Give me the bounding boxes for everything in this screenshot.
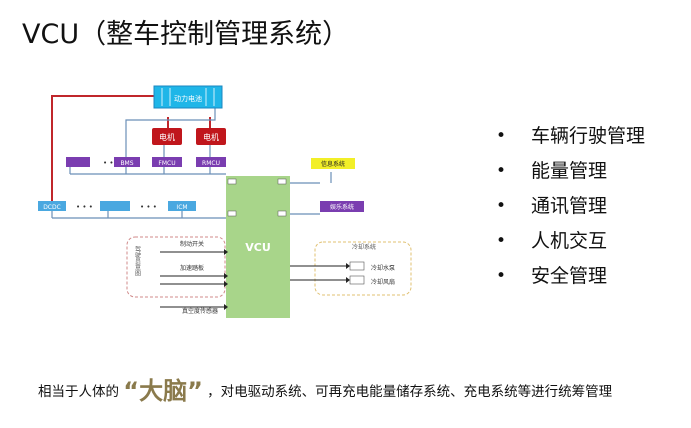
footer-suffix: ，对电驱动系统、可再充电能量储存系统、充电系统等进行统筹管理 — [207, 384, 613, 400]
dots-top: • • • — [103, 159, 120, 167]
rmcu-label: RMCU — [202, 160, 220, 167]
list-item: •人机交互 — [496, 230, 608, 252]
entertainment-label: 娱乐系统 — [330, 203, 354, 211]
motor-1-label: 电机 — [159, 132, 175, 142]
battery-label: 动力电池 — [174, 94, 202, 103]
fmcu-label: FMCU — [158, 160, 175, 167]
icm-label: ICM — [176, 204, 187, 211]
module-generic-2 — [100, 201, 130, 211]
battery-block — [153, 85, 223, 109]
vacuum-sensor-label: 真空度传感器 — [182, 307, 218, 315]
cooling-fan-label: 冷却风扇 — [371, 278, 395, 286]
info-system-label: 信息系统 — [321, 160, 345, 168]
cooling-pump-label: 冷却水泵 — [371, 264, 395, 272]
cooling-system-label: 冷却系统 — [352, 243, 376, 251]
icm-block — [168, 201, 196, 211]
rmcu-block — [196, 157, 226, 167]
list-item: •能量管理 — [496, 160, 608, 182]
fmcu-block — [152, 157, 182, 167]
function-list: •车辆行驶管理 •能量管理 •通讯管理 •人机交互 •安全管理 — [496, 124, 645, 299]
footer-prefix: 相当于人体的 — [38, 384, 119, 400]
entertainment-block — [320, 201, 364, 212]
dots-mid-2: • • • — [140, 203, 157, 211]
vcu-block — [226, 176, 290, 318]
dcdc-block — [38, 201, 66, 211]
dots-mid-1: • • • — [76, 203, 93, 211]
motor-2-block — [196, 128, 226, 145]
vcu-label: VCU — [245, 241, 271, 254]
bms-label: BMS — [120, 160, 133, 167]
brake-switch-label: 制动开关 — [180, 240, 204, 248]
list-item: •安全管理 — [496, 265, 608, 287]
accel-pedal-label: 加速踏板 — [180, 264, 204, 272]
footer-brain: “大脑” — [123, 377, 203, 405]
bms-block — [114, 157, 140, 167]
list-item: •车辆行驶管理 — [496, 125, 646, 147]
cooling-system-group — [314, 241, 412, 296]
motor-2-label: 电机 — [203, 132, 219, 142]
power-wires — [51, 95, 211, 205]
dcdc-label: DCDC — [43, 204, 61, 211]
motor-1-block — [152, 128, 182, 145]
module-generic-1 — [66, 157, 90, 167]
driver-intent-group — [126, 236, 226, 298]
list-item: •通讯管理 — [496, 195, 608, 217]
page-title: VCU（整车控制管理系统） — [22, 19, 350, 50]
footer-caption: 相当于人体的 “大脑” ，对电驱动系统、可再充电能量储存系统、充电系统等进行统筹… — [38, 371, 612, 406]
driver-intent-label: 驾驶员意图 — [134, 245, 141, 277]
info-system-block — [311, 158, 355, 169]
